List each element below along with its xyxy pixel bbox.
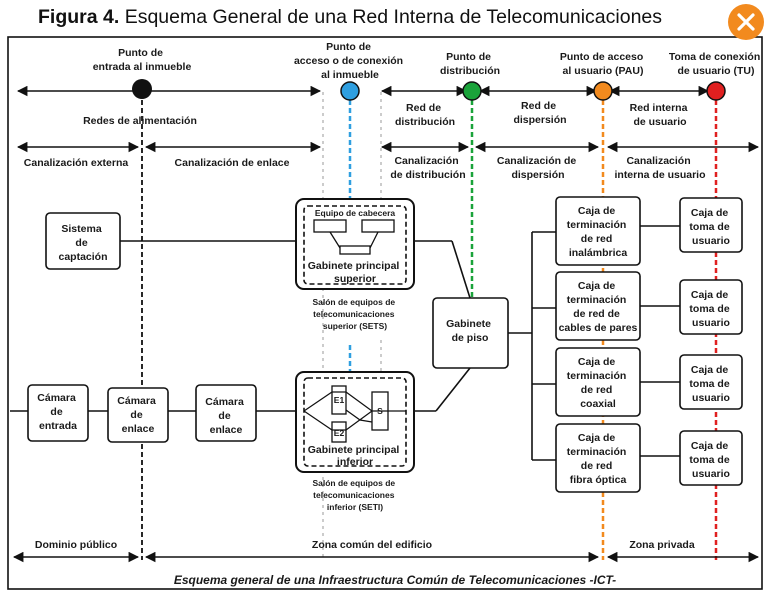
text-toma-4: Caja de toma de usuario (689, 440, 732, 480)
box-camara-enlace-2 (195, 384, 257, 442)
dot-tu (706, 81, 726, 101)
text-caja-inalambrica: Caja de terminación de red inalámbrica (567, 205, 629, 259)
label-punto-distribucion: Punto de distribución (440, 51, 500, 77)
label-canal-enlace: Canalización de enlace (175, 157, 290, 169)
box-toma-4 (679, 430, 743, 486)
label-canal-externa: Canalización externa (24, 157, 129, 169)
text-gabinete-superior: Gabinete principal superior (308, 260, 403, 285)
text-camara-enlace-2: Cámara de enlace (205, 396, 246, 436)
equipo-block-left (313, 219, 347, 233)
text-camara-entrada: Cámara de entrada (37, 392, 78, 432)
text-e2: E2 (334, 428, 345, 438)
label-punto-acceso: Punto de acceso o de conexión al inmuebl… (294, 41, 406, 81)
text-camara-enlace-1: Cámara de enlace (117, 395, 158, 435)
box-gabinete-piso (432, 297, 509, 369)
label-redes-alimentacion: Redes de alimentación (83, 115, 197, 127)
box-caja-coaxial (555, 347, 641, 417)
diagram-caption: Esquema general de una Infraestructura C… (174, 573, 616, 587)
text-caja-fibra: Caja de terminación de red fibra óptica (567, 432, 629, 486)
box-caja-fibra (555, 423, 641, 493)
label-canal-dispersion: Canalización de dispersión (497, 155, 579, 181)
e1-block (331, 385, 347, 415)
conn-superior-piso-diag (451, 240, 471, 299)
e2-block (331, 421, 347, 443)
text-toma-2: Caja de toma de usuario (689, 289, 732, 329)
text-caja-coaxial: Caja de terminación de red coaxial (567, 356, 629, 410)
seti-wiring-2 (303, 410, 373, 431)
figure-title-text: Esquema General de una Red Interna de Te… (124, 6, 663, 28)
box-sistema-captacion (45, 212, 121, 270)
label-canal-distribucion: Canalización de distribución (390, 155, 465, 181)
close-icon (737, 13, 755, 31)
text-gabinete-inferior: Gabinete principal inferior (308, 444, 403, 468)
seti-wiring-3 (345, 409, 373, 423)
label-punto-pau: Punto de acceso al usuario (PAU) (560, 51, 646, 77)
box-toma-1 (679, 197, 743, 253)
equipo-block-right (361, 219, 395, 233)
box-camara-enlace-1 (107, 387, 169, 443)
box-toma-3 (679, 354, 743, 410)
figure-number: Figura 4. (38, 6, 120, 28)
seti-wiring-1 (303, 391, 406, 412)
dot-entrada (132, 79, 152, 99)
close-button[interactable] (728, 4, 764, 40)
label-dominio-publico: Dominio público (35, 539, 117, 551)
text-gabinete-piso: Gabinete de piso (446, 318, 494, 344)
box-camara-entrada (27, 384, 89, 442)
conn-inferior-piso-diag (435, 367, 471, 412)
text-equipo-cabecera: Equipo de cabecera (315, 208, 396, 218)
title-bar: Figura 4. Esquema General de una Red Int… (0, 0, 770, 36)
dot-distribucion (462, 81, 482, 101)
text-e1: E1 (334, 395, 345, 405)
box-caja-pares (555, 271, 641, 341)
dot-acceso (340, 81, 360, 101)
label-red-interna: Red interna de usuario (630, 102, 691, 128)
box-caja-inalambrica (555, 196, 641, 266)
label-zona-privada: Zona privada (629, 539, 695, 551)
text-toma-3: Caja de toma de usuario (689, 364, 732, 404)
figure-title: Figura 4. Esquema General de una Red Int… (38, 6, 662, 29)
label-punto-tu: Toma de conexión de usuario (TU) (669, 51, 763, 77)
label-red-dispersion: Red de dispersión (513, 100, 566, 126)
label-red-distribucion: Red de distribución (395, 102, 455, 128)
dot-pau (593, 81, 613, 101)
equipo-block-bottom (339, 245, 371, 255)
text-sets: Salón de equipos de telecomunicaciones s… (312, 297, 397, 331)
text-sistema-captacion: Sistema de captación (58, 223, 107, 263)
label-punto-entrada: Punto de entrada al inmueble (93, 47, 192, 73)
text-seti: Salón de equipos de telecomunicaciones i… (312, 478, 397, 512)
label-zona-comun: Zona común del edificio (312, 539, 432, 551)
text-toma-1: Caja de toma de usuario (689, 207, 732, 247)
label-canal-interna: Canalización interna de usuario (614, 155, 705, 181)
text-caja-pares: Caja de terminación de red de cables de … (559, 280, 638, 334)
box-toma-2 (679, 279, 743, 335)
